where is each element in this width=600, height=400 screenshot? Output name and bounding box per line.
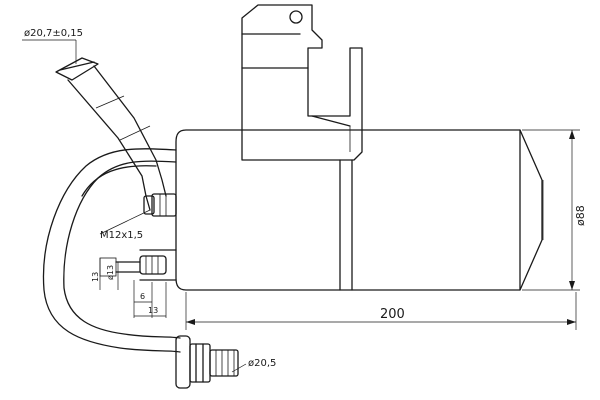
length-dimension (185, 292, 577, 330)
stub-length-label: 13 (148, 306, 158, 315)
length-label: 200 (380, 307, 405, 322)
inlet-diameter-label: ø20,7±0,15 (24, 28, 83, 39)
mounting-bracket (241, 4, 363, 161)
body-diameter-label: ø88 (574, 205, 587, 226)
inlet-pipe (55, 57, 167, 211)
stub-height-label: 13 (91, 272, 100, 282)
stub-dimensions (99, 258, 167, 318)
threaded-port (143, 193, 177, 217)
stub-offset-label: 6 (140, 292, 145, 301)
thread-label: M12x1,5 (100, 230, 143, 241)
leader-lines (22, 39, 247, 373)
stub-diameter-label: ø13 (106, 265, 115, 280)
diameter-dimension (522, 129, 580, 291)
outlet-pipe (42, 148, 181, 353)
outlet-diameter-label: ø20,5 (248, 358, 276, 369)
outlet-fitting (175, 335, 239, 389)
bracket-hole (289, 10, 303, 24)
stub-pipe (99, 249, 177, 281)
